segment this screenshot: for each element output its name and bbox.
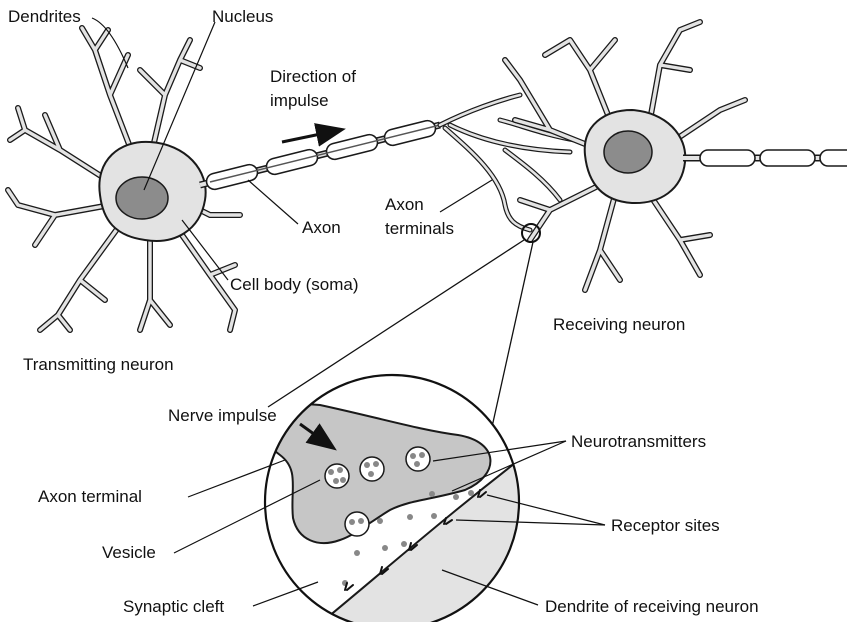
receiving-nucleus <box>604 131 652 173</box>
vesicle <box>360 457 384 481</box>
receiving-neuron <box>505 22 847 290</box>
label-axon-terminal: Axon terminal <box>38 487 142 506</box>
label-dendrites: Dendrites <box>8 7 81 26</box>
transmitting-nucleus <box>116 177 168 219</box>
label-axon: Axon <box>302 218 341 237</box>
vesicle <box>406 447 430 471</box>
vesicle <box>325 464 349 488</box>
receiving-myelin <box>700 150 847 166</box>
label-direction-1: Direction of <box>270 67 356 86</box>
transmitting-neuron <box>8 28 240 330</box>
synapse-zoom <box>250 375 600 622</box>
label-synaptic-cleft: Synaptic cleft <box>123 597 224 616</box>
label-transmitting-neuron: Transmitting neuron <box>23 355 174 374</box>
label-receiving-neuron: Receiving neuron <box>553 315 685 334</box>
label-axon-terminals-1: Axon <box>385 195 424 214</box>
direction-arrow <box>282 130 340 142</box>
label-vesicle: Vesicle <box>102 543 156 562</box>
label-dendrite-receiving: Dendrite of receiving neuron <box>545 597 759 616</box>
label-neurotransmitters: Neurotransmitters <box>571 432 706 451</box>
label-cell-body: Cell body (soma) <box>230 275 359 294</box>
label-axon-terminals-2: terminals <box>385 219 454 238</box>
vesicle <box>345 512 369 536</box>
label-nerve-impulse: Nerve impulse <box>168 406 277 425</box>
label-direction-2: impulse <box>270 91 329 110</box>
label-nucleus: Nucleus <box>212 7 273 26</box>
axon <box>200 119 440 191</box>
label-receptor-sites: Receptor sites <box>611 516 720 535</box>
